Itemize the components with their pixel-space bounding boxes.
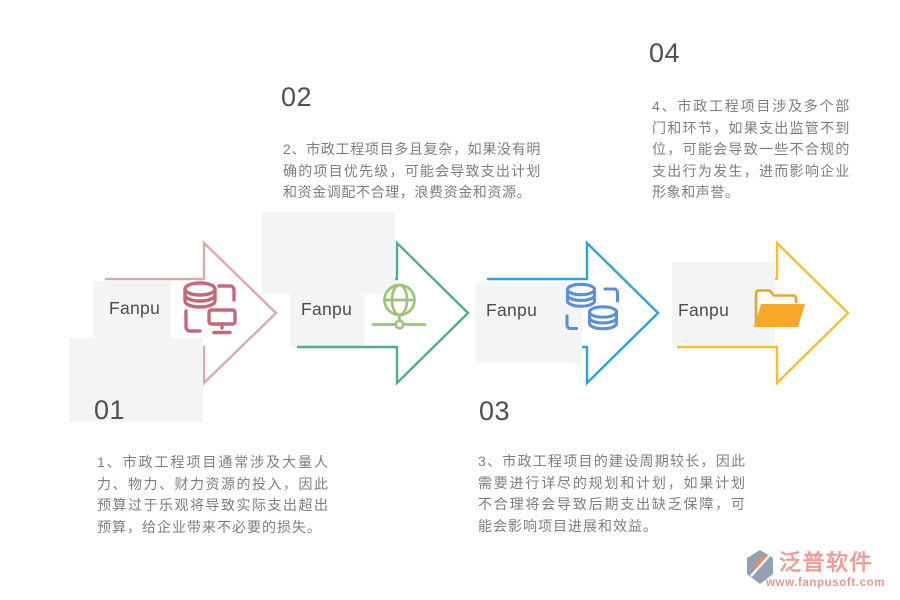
footer-brand-name: 泛普软件 <box>779 550 874 575</box>
panel-step1-label <box>93 281 170 338</box>
process-arrow-4 <box>677 240 850 386</box>
footer-url: www.fanpusoft.com <box>766 577 886 589</box>
panel-step2-block <box>262 212 395 294</box>
step-description-3: 3、市政工程项目的建设周期较长，因此需要进行详尽的规划和计划，如果计划不合理将会… <box>478 453 746 534</box>
fanpu-logo-icon <box>747 550 773 584</box>
process-arrow-1 <box>105 240 278 386</box>
step-number-01: 01 <box>94 395 126 425</box>
step-description-4: 4、市政工程项目涉及多个部门和环节，如果支出监管不到位，可能会导致一些不合规的支… <box>652 98 850 200</box>
process-arrow-3 <box>487 240 660 386</box>
step-number-02: 02 <box>281 82 313 112</box>
step-number-04: 04 <box>649 38 681 68</box>
database-sync-icon <box>565 282 620 331</box>
panel-step1-number <box>69 338 203 422</box>
database-monitor-icon <box>183 281 237 335</box>
folder-icon <box>754 289 805 327</box>
arrow-label-3: Fanpu <box>486 300 538 320</box>
globe-network-icon <box>371 283 427 330</box>
panel-step3-label <box>475 283 582 363</box>
step-number-03: 03 <box>479 396 511 426</box>
step-description-2: 2、市政工程项目多且复杂，如果没有明确的项目优先级，可能会导致支出计划和资金调配… <box>283 141 541 200</box>
process-arrow-2 <box>297 240 470 386</box>
step-description-1: 1、市政工程项目通常涉及大量人力、物力、财力资源的投入，因此预算过于乐观将导致实… <box>97 454 329 535</box>
arrow-label-1: Fanpu <box>109 298 161 318</box>
arrow-label-2: Fanpu <box>301 299 353 319</box>
panel-step2-label <box>290 294 365 347</box>
arrow-label-4: Fanpu <box>678 300 730 320</box>
